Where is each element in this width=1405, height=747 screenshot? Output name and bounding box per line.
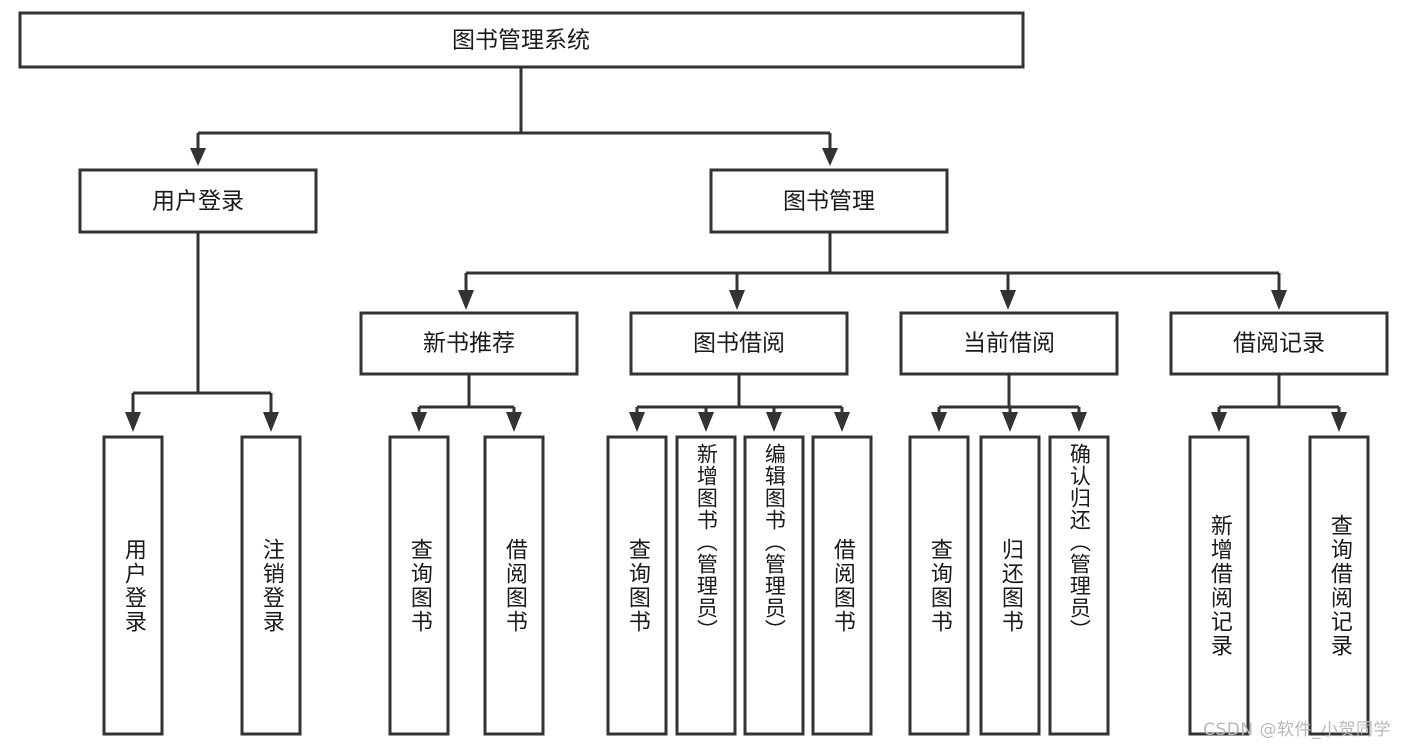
node-book-management[interactable]: 图书管理 [709,168,949,234]
node-user-login[interactable]: 用户登录 [78,168,318,234]
arrow-borrow-record-leaf-1 [1211,412,1227,432]
leaf-box-add-borrow-record[interactable] [1188,435,1250,736]
connector-group-current-borrow [931,374,1087,432]
arrow-new-book-leaf-1 [411,412,427,432]
node-current-borrow-label: 当前借阅 [963,331,1055,357]
leaf-box-edit-book-admin[interactable] [743,435,805,736]
connector-group-book-mgmt [458,232,1287,310]
connector-group-borrow-record [1211,374,1347,432]
arrow-current-borrow-leaf-3 [1071,412,1087,432]
arrow-user-login-leaf-2 [263,412,279,432]
leaf-box-borrow-book[interactable] [811,435,873,736]
leaf-box-query-borrow-record[interactable] [1308,435,1370,736]
node-user-login-box[interactable] [78,168,318,234]
node-current-borrow[interactable]: 当前借阅 [899,311,1119,376]
leaf-box-query-book-current[interactable] [908,435,970,736]
leaf-box-query-book-borrow[interactable] [606,435,668,736]
arrow-root-to-user-login [190,148,206,166]
node-new-book-recommend[interactable]: 新书推荐 [359,311,579,376]
arrow-new-book-leaf-2 [506,412,522,432]
connector-group-user-login [125,232,279,432]
leaf-box-user-login[interactable] [102,435,164,736]
node-book-borrow-label: 图书借阅 [693,331,785,357]
node-new-book-recommend-label: 新书推荐 [423,331,515,357]
arrow-to-borrow-record [1271,290,1287,310]
leaf-box-add-book-admin[interactable] [675,435,737,736]
arrow-book-borrow-leaf-2 [698,412,714,432]
node-borrow-record-box[interactable] [1169,311,1389,376]
connector-group-root [190,67,838,166]
node-root-system-box[interactable] [18,11,1025,69]
arrow-book-borrow-leaf-1 [629,412,645,432]
node-root-system-label: 图书管理系统 [452,28,590,54]
arrow-root-to-book-mgmt [822,148,838,166]
node-book-borrow-box[interactable] [629,311,849,376]
leaf-box-return-book[interactable] [979,435,1041,736]
node-borrow-record[interactable]: 借阅记录 [1169,311,1389,376]
leaf-box-borrow-book-rec[interactable] [483,435,545,736]
arrow-user-login-leaf-1 [125,412,141,432]
csdn-watermark: CSDN @软件_小贺同学 [1203,720,1391,740]
connector-group-book-borrow [629,374,850,432]
node-borrow-record-label: 借阅记录 [1233,331,1325,357]
arrow-book-borrow-leaf-4 [834,412,850,432]
node-root-system[interactable]: 图书管理系统 [18,11,1025,69]
arrow-current-borrow-leaf-1 [931,412,947,432]
leaf-box-query-book-rec[interactable] [388,435,450,736]
connector-group-new-book-rec [411,374,522,432]
arrow-book-borrow-leaf-3 [766,412,782,432]
arrow-to-book-borrow [729,290,745,310]
node-book-borrow[interactable]: 图书借阅 [629,311,849,376]
node-user-login-label: 用户登录 [152,189,244,215]
node-current-borrow-box[interactable] [899,311,1119,376]
node-book-management-label: 图书管理 [783,189,875,215]
arrow-borrow-record-leaf-2 [1331,412,1347,432]
node-new-book-recommend-box[interactable] [359,311,579,376]
leaf-box-logout[interactable] [240,435,302,736]
arrow-to-new-book-rec [458,290,474,310]
arrow-to-current-borrow [1000,290,1016,310]
leaf-box-confirm-return-admin[interactable] [1048,435,1110,736]
node-book-management-box[interactable] [709,168,949,234]
arrow-current-borrow-leaf-2 [1002,412,1018,432]
